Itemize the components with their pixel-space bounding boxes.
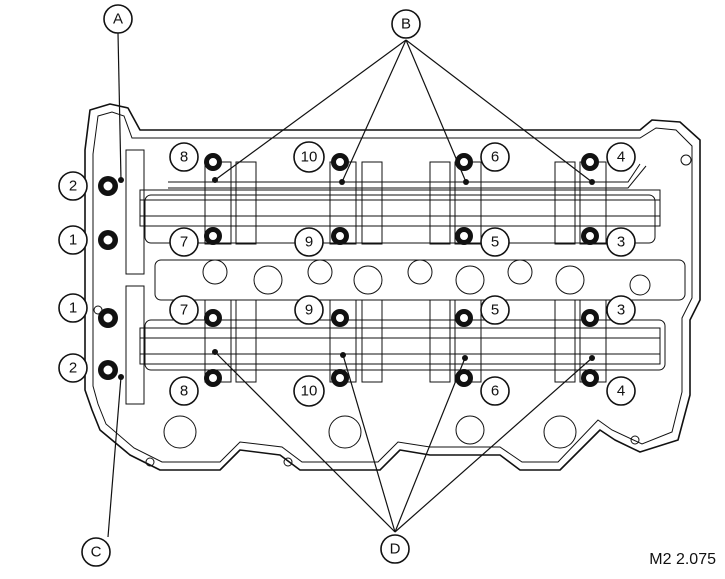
bolt (98, 230, 118, 250)
bolt (455, 227, 473, 245)
bolt (204, 227, 222, 245)
number-callout: 7 (169, 295, 199, 325)
number-callout: 1 (58, 225, 88, 255)
number-callout: 3 (606, 227, 636, 257)
svg-text:9: 9 (305, 234, 313, 251)
svg-text:8: 8 (180, 149, 188, 166)
bolt (455, 369, 473, 387)
label-d: D (380, 534, 410, 564)
number-callout: 10 (293, 141, 325, 173)
label-a-text: A (113, 11, 123, 28)
svg-text:9: 9 (305, 302, 313, 319)
leader-dots (118, 177, 595, 380)
figure-reference: M2 2.075 (649, 551, 716, 568)
bolt (331, 309, 349, 327)
bolt (98, 308, 118, 328)
number-callout: 2 (58, 353, 88, 383)
number-callout: 9 (294, 295, 324, 325)
bolt (331, 227, 349, 245)
lower-camshaft (139, 299, 661, 383)
label-b-text: B (401, 16, 411, 33)
svg-text:5: 5 (491, 234, 499, 251)
upper-camshaft (139, 161, 661, 245)
svg-text:7: 7 (180, 302, 188, 319)
number-callout: 8 (169, 142, 199, 172)
bolt (204, 153, 222, 171)
bolt (98, 360, 118, 380)
svg-text:1: 1 (69, 300, 77, 317)
number-callout: 10 (293, 375, 325, 407)
svg-text:4: 4 (617, 149, 625, 166)
number-callout: 5 (480, 295, 510, 325)
svg-text:8: 8 (180, 383, 188, 400)
svg-text:7: 7 (180, 234, 188, 251)
svg-text:10: 10 (301, 383, 318, 400)
number-callout: 3 (606, 295, 636, 325)
svg-text:1: 1 (69, 232, 77, 249)
svg-text:2: 2 (69, 178, 77, 195)
number-callout: 7 (169, 227, 199, 257)
bolt (204, 309, 222, 327)
bracket-a (125, 149, 145, 275)
oil-feed-pipe (168, 163, 647, 189)
label-c-text: C (91, 544, 102, 561)
bolt (331, 153, 349, 171)
svg-text:2: 2 (69, 360, 77, 377)
bolt (98, 176, 118, 196)
label-c: C (81, 537, 111, 567)
number-callout: 1 (58, 293, 88, 323)
svg-text:6: 6 (491, 383, 499, 400)
bolt (581, 227, 599, 245)
leader-lines (107, 32, 593, 538)
bolts (98, 153, 599, 387)
bolt (331, 369, 349, 387)
bolt (455, 309, 473, 327)
svg-text:4: 4 (617, 383, 625, 400)
number-callout: 4 (606, 142, 636, 172)
cylinder-head-outline (84, 103, 701, 471)
number-callout: 9 (294, 227, 324, 257)
svg-text:6: 6 (491, 149, 499, 166)
number-callout: 6 (480, 376, 510, 406)
number-callout: 2 (58, 171, 88, 201)
svg-text:3: 3 (617, 234, 625, 251)
bolt (581, 369, 599, 387)
number-callout: 8 (169, 376, 199, 406)
label-a: A (103, 4, 133, 34)
bolt (204, 369, 222, 387)
svg-text:5: 5 (491, 302, 499, 319)
svg-text:3: 3 (617, 302, 625, 319)
label-b: B (391, 9, 421, 39)
bolt (581, 309, 599, 327)
number-callout: 4 (606, 376, 636, 406)
bolt (581, 153, 599, 171)
label-d-text: D (390, 541, 401, 558)
bracket-c (125, 285, 145, 405)
svg-text:10: 10 (301, 149, 318, 166)
number-callout: 5 (480, 227, 510, 257)
number-callout: 6 (480, 142, 510, 172)
